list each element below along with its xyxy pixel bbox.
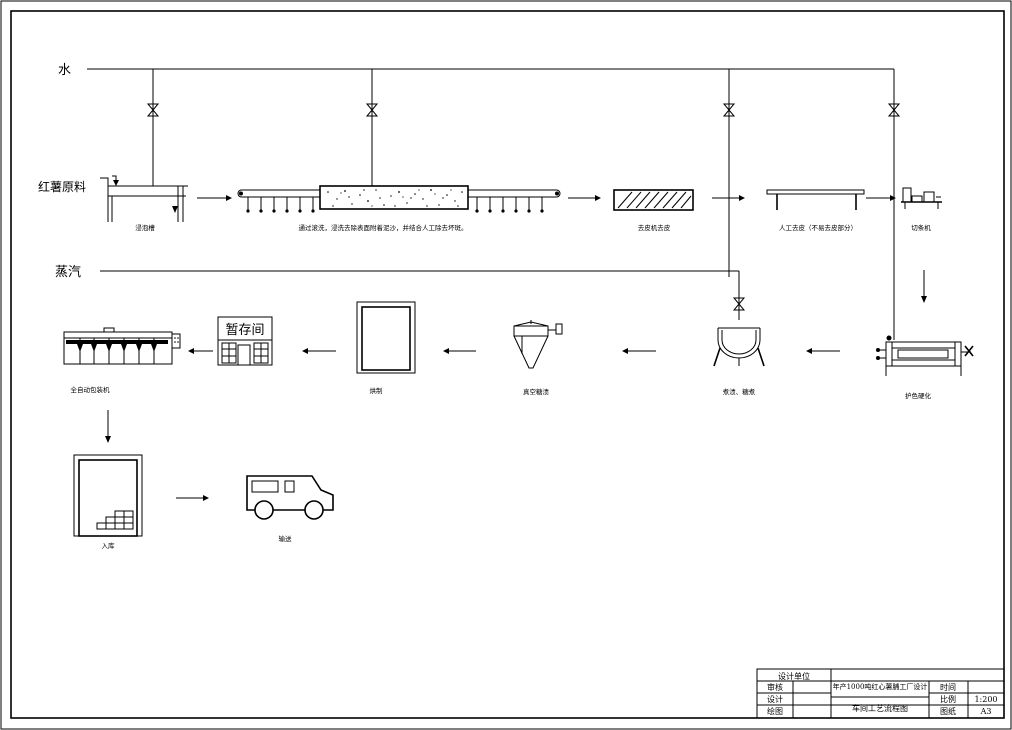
flow-arrow (866, 195, 896, 201)
time-cell: 时间 (940, 682, 956, 692)
auto-packer-label: 全自动包装机 (71, 385, 111, 394)
soak-tank-label: 浸泡槽 (135, 223, 155, 232)
flow-arrow (188, 348, 213, 354)
draw-cell: 绘图 (767, 706, 783, 716)
project-name-cell: 年产1000吨红心薯脯工厂设计 (833, 682, 928, 691)
drying-oven-icon (356, 301, 416, 374)
flow-arrow (197, 195, 232, 201)
flow-arrow (176, 495, 209, 501)
flow-arrow (712, 195, 745, 201)
steam-pipeline (100, 270, 740, 320)
flow-arrow (443, 348, 476, 354)
temp-storage-room-icon (217, 316, 273, 366)
jacketed-kettle-icon (713, 327, 765, 367)
review-cell: 审核 (767, 682, 783, 692)
manual-trim-label: 人工去皮（不易去皮部分） (779, 223, 857, 232)
trim-table-icon (766, 189, 865, 210)
flow-arrow (105, 410, 111, 443)
warehouse-label: 入库 (102, 541, 116, 550)
valve-icon (722, 103, 736, 117)
cutter-icon (901, 187, 942, 209)
steam-label: 蒸汽 (55, 265, 81, 280)
sugar-boil-label: 煮渍、糖煮 (723, 387, 756, 396)
sheet-label-cell: 图纸 (940, 706, 956, 716)
vacuum-tank-icon (513, 320, 563, 369)
soak-tank-icon (100, 175, 188, 222)
wash-conveyor-label: 通过滚洗，浸洗去除表面附着泥沙，并结合人工除去坏斑。 (299, 223, 468, 232)
valve-icon (887, 103, 901, 117)
peeler-icon (613, 189, 694, 211)
scale-label-cell: 比例 (940, 694, 956, 704)
drying-label: 烘制 (370, 386, 384, 395)
wash-conveyor-icon (237, 185, 561, 213)
scale-value-cell: 1:200 (974, 695, 997, 704)
flow-arrow (568, 195, 601, 201)
transport-label: 输送 (279, 534, 293, 543)
sheet-value-cell: A3 (980, 707, 992, 716)
warehouse-icon (73, 454, 143, 537)
water-label: 水 (58, 63, 71, 78)
inner-border (10, 10, 1005, 719)
valve-icon (365, 103, 379, 117)
flow-arrow (622, 348, 656, 354)
design-unit-cell: 设计单位 (778, 671, 810, 681)
packaging-machine-icon (63, 327, 181, 365)
vacuum-soak-label: 真空糖渍 (523, 387, 550, 396)
delivery-truck-icon (246, 475, 334, 520)
peeler-label: 去皮机去皮 (638, 223, 671, 232)
cutter-label: 切条机 (911, 223, 931, 232)
color-protect-tank-icon (876, 335, 974, 376)
raw-material-label: 红薯原料 (38, 179, 86, 194)
design-cell: 设计 (767, 694, 783, 704)
temp-storage-sign: 暂存间 (225, 323, 264, 338)
valve-icon (146, 103, 160, 117)
flow-arrow (921, 270, 927, 303)
valve-icon (732, 297, 746, 311)
flow-arrow (302, 348, 336, 354)
drawing-name-cell: 车间工艺流程图 (852, 703, 908, 713)
color-protect-label: 护色硬化 (905, 391, 932, 400)
water-pipeline (87, 68, 895, 340)
flow-arrow (806, 348, 840, 354)
title-block (756, 668, 1005, 719)
